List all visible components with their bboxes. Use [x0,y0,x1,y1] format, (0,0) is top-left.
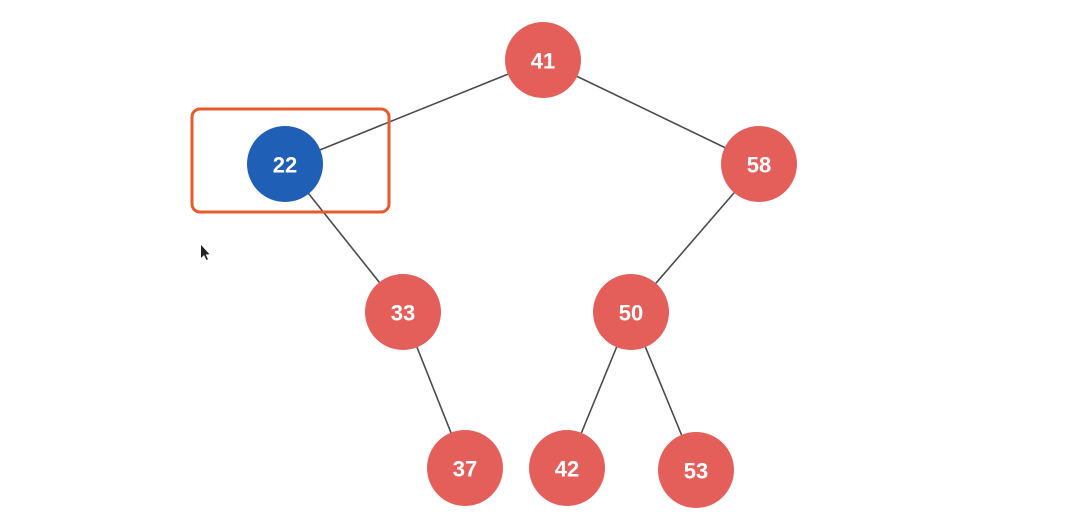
node-circle [658,432,734,508]
tree-edges [284,59,760,471]
tree-node-37[interactable]: 37 [427,430,503,506]
tree-nodes: 41 22 58 33 50 37 42 53 [247,22,797,508]
tree-node-33[interactable]: 33 [365,274,441,350]
tree-node-50[interactable]: 50 [593,274,669,350]
node-label: 58 [747,153,771,178]
node-label: 41 [531,49,555,74]
tree-node-58[interactable]: 58 [721,126,797,202]
node-label: 53 [684,459,708,484]
tree-node-22[interactable]: 22 [247,126,323,202]
node-circle [593,274,669,350]
node-circle [505,22,581,98]
tree-node-42[interactable]: 42 [529,430,605,506]
node-label: 42 [555,457,579,482]
tree-node-41[interactable]: 41 [505,22,581,98]
mouse-pointer-icon [201,245,210,260]
node-label: 33 [391,301,415,326]
edge-41-58 [542,59,760,165]
node-circle [247,126,323,202]
edge-41-22 [284,59,544,165]
node-circle [721,126,797,202]
highlight-box [190,107,391,214]
node-circle [529,430,605,506]
node-label: 50 [619,301,643,326]
node-label: 22 [273,153,297,178]
node-circle [365,274,441,350]
node-circle [427,430,503,506]
tree-node-53[interactable]: 53 [658,432,734,508]
node-label: 37 [453,457,477,482]
